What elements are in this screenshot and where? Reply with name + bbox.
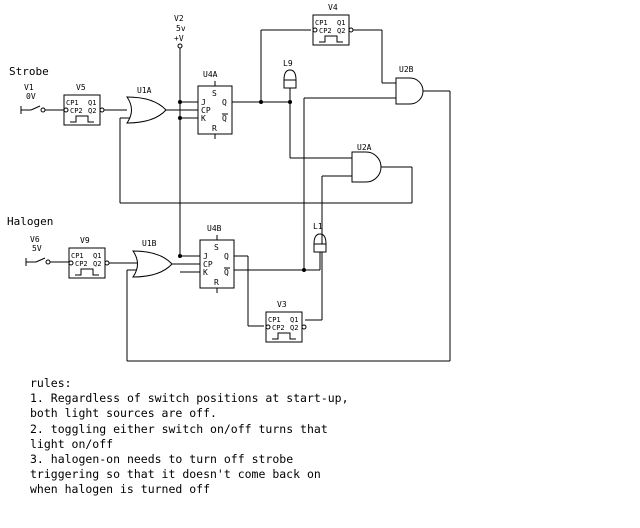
u4a-jk-flipflop: U4A S J CP K Q Q R — [197, 70, 233, 139]
svg-text:V2: V2 — [174, 14, 184, 23]
svg-text:U2A: U2A — [357, 143, 372, 152]
u2a-and-gate: U2A — [351, 143, 382, 183]
svg-text:CP: CP — [203, 260, 213, 269]
rule-1-line1: Regardless of switch positions at start-… — [50, 391, 349, 406]
svg-text:+V: +V — [174, 34, 184, 43]
svg-text:S: S — [212, 89, 217, 98]
svg-text:CP1: CP1 — [71, 252, 84, 260]
svg-text:U1B: U1B — [142, 239, 157, 248]
svg-text:CP1: CP1 — [66, 99, 79, 107]
v2-supply: V2 5v +V — [174, 14, 198, 255]
rule-1-num: 1. — [30, 391, 44, 406]
u1a-or-gate: U1A — [126, 86, 167, 124]
rules-heading: rules: — [30, 376, 72, 390]
monostable-block: CP1 Q1 CP2 Q2 — [312, 14, 354, 46]
svg-text:V6: V6 — [30, 235, 40, 244]
svg-text:Q2: Q2 — [337, 27, 345, 35]
svg-text:U4A: U4A — [203, 70, 218, 79]
rule-2-line2: light on/off — [30, 436, 114, 451]
rule-2-num: 2. — [30, 421, 44, 436]
svg-text:U2B: U2B — [399, 65, 414, 74]
svg-text:CP1: CP1 — [315, 19, 328, 27]
svg-text:K: K — [201, 114, 206, 123]
v1-switch-source: V1 0V — [20, 83, 64, 114]
svg-text:Q: Q — [222, 114, 227, 123]
svg-text:J: J — [201, 98, 206, 107]
rules-text: rules: 1. Regardless of switch positions… — [30, 376, 349, 498]
halogen-label: Halogen — [7, 215, 53, 228]
svg-text:S: S — [214, 243, 219, 252]
svg-text:0V: 0V — [26, 92, 36, 101]
rule-2-line1: toggling either switch on/off turns that — [50, 421, 328, 436]
v3-monostable: V3 CP1 Q1 CP2 Q2 — [265, 300, 307, 343]
monostable-block: CP1 Q1 CP2 Q2 — [265, 311, 307, 343]
svg-text:Q: Q — [224, 268, 229, 277]
svg-text:Q1: Q1 — [88, 99, 96, 107]
svg-text:R: R — [214, 278, 219, 287]
monostable-block: CP1 Q1 CP2 Q2 — [63, 94, 105, 126]
svg-text:V3: V3 — [277, 300, 287, 309]
svg-text:U1A: U1A — [137, 86, 152, 95]
v6-switch-source: V6 5V — [25, 235, 69, 266]
rule-3-line1: halogen-on needs to turn off strobe — [50, 452, 294, 467]
svg-text:L1: L1 — [313, 222, 323, 231]
svg-text:V4: V4 — [328, 3, 338, 12]
svg-text:V1: V1 — [24, 83, 34, 92]
jk-block: S J CP K Q Q R — [197, 81, 233, 139]
l9-lamp: L9 — [283, 59, 352, 159]
jk-block: S J CP K Q Q R — [199, 235, 235, 293]
svg-text:5V: 5V — [32, 244, 42, 253]
svg-text:L9: L9 — [283, 59, 293, 68]
u2b-and-gate: U2B — [395, 65, 424, 105]
strobe-label: Strobe — [9, 65, 49, 78]
l1-lamp: L1 — [313, 222, 327, 270]
svg-text:Q2: Q2 — [93, 260, 101, 268]
u4b-jk-flipflop: U4B S J CP K Q Q R — [199, 224, 235, 293]
svg-text:V9: V9 — [80, 236, 90, 245]
rule-3-line2: triggering so that it doesn't come back … — [30, 467, 321, 482]
svg-text:CP1: CP1 — [268, 316, 281, 324]
svg-text:Q2: Q2 — [290, 324, 298, 332]
svg-text:CP: CP — [201, 106, 211, 115]
monostable-block: CP1 Q1 CP2 Q2 — [68, 247, 110, 279]
u1b-or-gate: U1B — [132, 239, 173, 278]
svg-text:CP2: CP2 — [70, 107, 83, 115]
rule-3-line3: when halogen is turned off — [30, 482, 211, 497]
svg-text:Q: Q — [224, 252, 229, 261]
svg-text:CP2: CP2 — [75, 260, 88, 268]
v4-monostable: V4 CP1 Q1 CP2 Q2 — [312, 3, 354, 46]
v5-monostable: V5 CP1 Q1 CP2 Q2 — [63, 83, 105, 126]
svg-text:Q1: Q1 — [290, 316, 298, 324]
svg-text:5v: 5v — [176, 24, 186, 33]
svg-text:Q2: Q2 — [88, 107, 96, 115]
rule-3-num: 3. — [30, 452, 44, 467]
rule-1-line2: both light sources are off. — [30, 406, 217, 421]
svg-text:V5: V5 — [76, 83, 86, 92]
svg-text:U4B: U4B — [207, 224, 222, 233]
svg-text:Q1: Q1 — [93, 252, 101, 260]
svg-text:J: J — [203, 252, 208, 261]
svg-text:R: R — [212, 124, 217, 133]
v9-monostable: V9 CP1 Q1 CP2 Q2 — [68, 236, 110, 279]
svg-text:CP2: CP2 — [319, 27, 332, 35]
svg-text:Q: Q — [222, 98, 227, 107]
svg-text:Q1: Q1 — [337, 19, 345, 27]
svg-text:CP2: CP2 — [272, 324, 285, 332]
svg-text:K: K — [203, 268, 208, 277]
